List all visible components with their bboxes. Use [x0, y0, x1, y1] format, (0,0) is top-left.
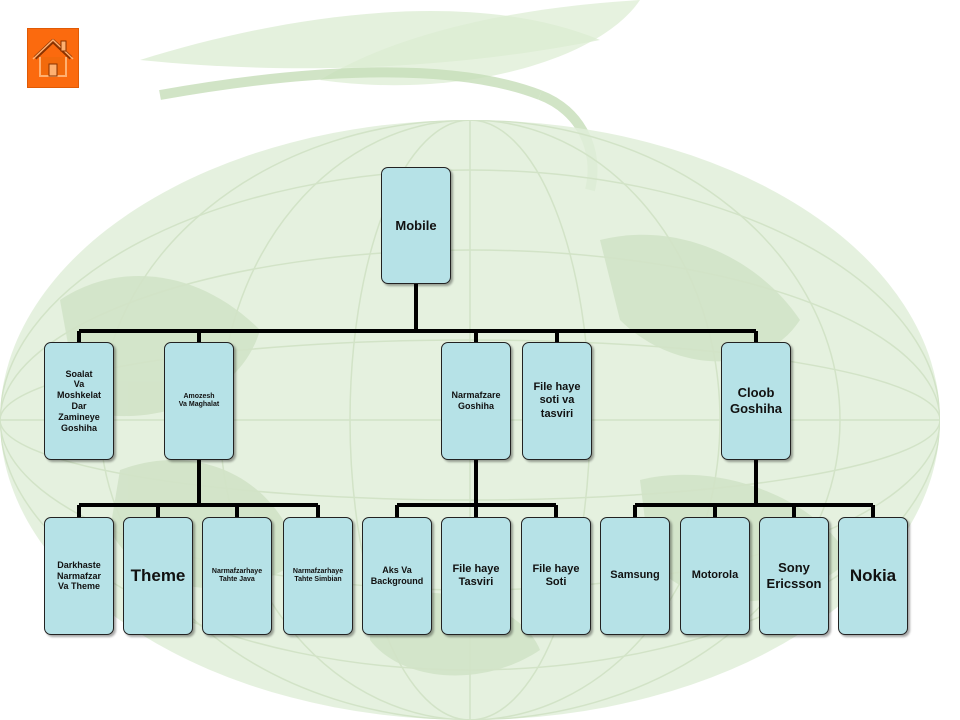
node-aks-va-background[interactable]: Aks Va Background [362, 517, 432, 635]
node-amozesh[interactable]: Amozesh Va Maghalat [164, 342, 234, 460]
node-narmafzare-goshiha[interactable]: Narmafzare Goshiha [441, 342, 511, 460]
node-motorola[interactable]: Motorola [680, 517, 750, 635]
node-darkhaste[interactable]: Darkhaste Narmafzar Va Theme [44, 517, 114, 635]
node-soalat[interactable]: Soalat Va Moshkelat Dar Zamineye Goshiha [44, 342, 114, 460]
node-cloob-goshiha[interactable]: Cloob Goshiha [721, 342, 791, 460]
node-file-haye-soti-va-tasviri[interactable]: File haye soti va tasviri [522, 342, 592, 460]
node-theme[interactable]: Theme [123, 517, 193, 635]
node-samsung[interactable]: Samsung [600, 517, 670, 635]
node-narmafzarhaye-simbian[interactable]: Narmafzarhaye Tahte Simbian [283, 517, 353, 635]
node-sony-ericsson[interactable]: Sony Ericsson [759, 517, 829, 635]
node-file-haye-tasviri[interactable]: File haye Tasviri [441, 517, 511, 635]
node-nokia[interactable]: Nokia [838, 517, 908, 635]
home-icon [32, 38, 74, 77]
node-narmafzarhaye-java[interactable]: Narmafzarhaye Tahte Java [202, 517, 272, 635]
home-button[interactable] [27, 28, 79, 88]
node-file-haye-soti[interactable]: File haye Soti [521, 517, 591, 635]
node-mobile[interactable]: Mobile [381, 167, 451, 284]
